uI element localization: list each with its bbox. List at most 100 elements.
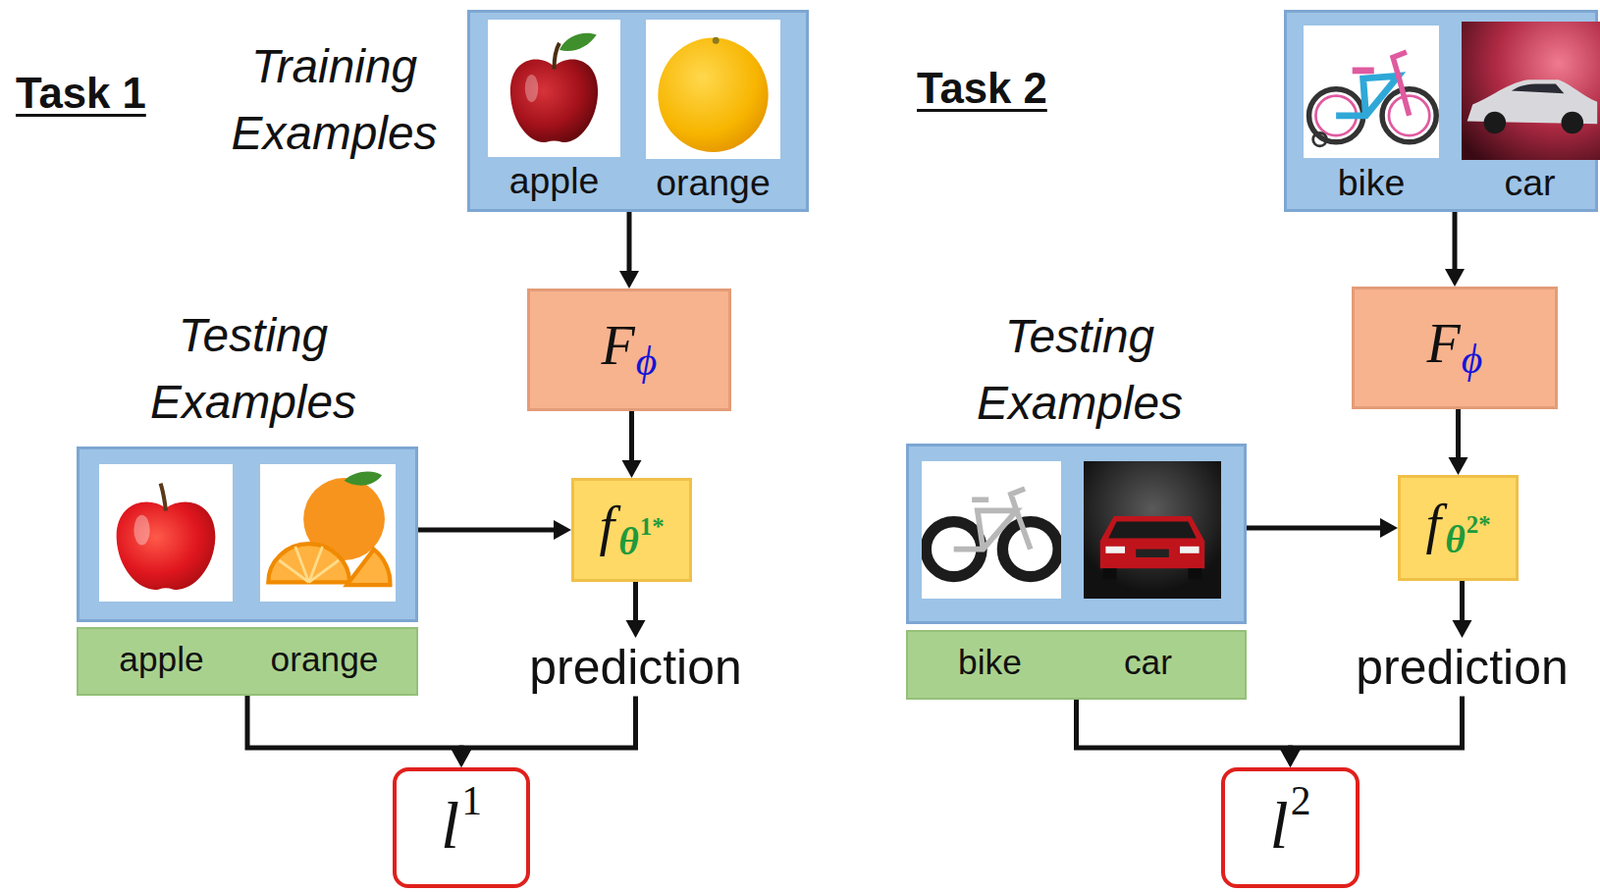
text-holder: car bbox=[1078, 641, 1218, 684]
example-box: Training Examplesappleorange bbox=[467, 9, 809, 213]
classifier-box: fθ2* bbox=[1397, 475, 1519, 582]
text-holder: bike bbox=[1303, 160, 1440, 206]
loss-box: l2 bbox=[1221, 767, 1360, 889]
output-text: prediction bbox=[1355, 643, 1568, 694]
math-symbol: l bbox=[440, 792, 460, 860]
task-label: Task 2 bbox=[916, 62, 1048, 114]
loss-box: l1 bbox=[392, 767, 531, 889]
connector bbox=[1444, 212, 1465, 287]
connector-line bbox=[1246, 526, 1381, 532]
label-band: bike car bbox=[906, 630, 1247, 700]
arrow-head bbox=[451, 749, 472, 768]
math-symbol: f bbox=[598, 498, 615, 554]
connector bbox=[619, 212, 640, 289]
connector-line bbox=[633, 582, 639, 621]
apple-photo bbox=[99, 464, 233, 602]
model-box: Fϕ bbox=[1351, 286, 1558, 410]
math-symbol: F bbox=[1427, 316, 1461, 372]
connector bbox=[622, 411, 642, 479]
classifier-box: fθ1* bbox=[571, 478, 693, 583]
class-label: car bbox=[1123, 641, 1173, 684]
orange-photo bbox=[260, 464, 396, 602]
text-holder: apple bbox=[487, 159, 621, 204]
text-holder: Task 1 bbox=[15, 67, 147, 119]
model-box: Fϕ bbox=[527, 288, 732, 412]
text-holder: Training Examples bbox=[209, 33, 460, 167]
orange-photo bbox=[645, 19, 781, 160]
car-photo bbox=[1083, 461, 1222, 599]
arrow-head bbox=[451, 749, 472, 768]
section-heading: Testing Examples bbox=[952, 303, 1208, 438]
connector bbox=[1280, 698, 1463, 768]
arrow-head bbox=[622, 460, 642, 479]
connector-line bbox=[461, 698, 637, 750]
math-subscript: θ bbox=[1444, 521, 1466, 561]
math-symbol: f bbox=[1425, 496, 1441, 552]
bike-photo bbox=[921, 461, 1062, 599]
math-subscript: θ bbox=[618, 523, 640, 563]
arrow-head bbox=[1280, 749, 1301, 768]
text-holder: Testing Examples bbox=[125, 302, 381, 437]
task-label: Task 1 bbox=[15, 67, 147, 119]
class-label: bike bbox=[958, 641, 1022, 684]
connector-line bbox=[1452, 212, 1458, 269]
connector-line bbox=[247, 695, 462, 750]
math-subscript: ϕ bbox=[636, 341, 658, 383]
arrow-head bbox=[553, 520, 572, 540]
class-label: orange bbox=[655, 160, 770, 206]
connector bbox=[1246, 518, 1398, 538]
arrow-head bbox=[1380, 518, 1398, 538]
connector bbox=[1076, 699, 1301, 768]
math-subscript: ϕ bbox=[1461, 339, 1484, 381]
class-label: orange bbox=[270, 639, 379, 681]
text-holder: orange bbox=[255, 639, 394, 681]
bike-photo bbox=[1303, 25, 1440, 159]
prediction-output: prediction bbox=[505, 638, 766, 699]
output-text: prediction bbox=[529, 643, 742, 694]
apple-photo bbox=[487, 19, 621, 158]
text-holder: orange bbox=[645, 160, 781, 206]
arrow-head bbox=[619, 270, 640, 289]
connector-line bbox=[627, 212, 633, 271]
class-label: bike bbox=[1337, 160, 1406, 206]
text-holder: car bbox=[1461, 160, 1599, 206]
text-holder: apple bbox=[92, 639, 231, 681]
arrow-head bbox=[1448, 457, 1469, 476]
connector-line bbox=[1455, 409, 1461, 458]
connector-line bbox=[629, 411, 635, 461]
connector bbox=[1452, 581, 1473, 639]
arrow-head bbox=[1280, 749, 1301, 768]
text-holder: Task 2 bbox=[916, 62, 1048, 114]
connector-line bbox=[418, 528, 554, 534]
connector-line bbox=[1290, 698, 1463, 750]
section-heading: Training Examples bbox=[209, 33, 460, 167]
example-box: Testing Examples bbox=[76, 446, 419, 623]
text-holder: Testing Examples bbox=[952, 303, 1208, 438]
math-superscript: 1 bbox=[461, 781, 482, 823]
math-symbol: l bbox=[1270, 792, 1289, 860]
prediction-output: prediction bbox=[1332, 638, 1593, 699]
connector bbox=[247, 695, 472, 768]
connector-line bbox=[1076, 699, 1291, 750]
section-heading: Testing Examples bbox=[125, 302, 381, 437]
class-label: apple bbox=[509, 159, 600, 204]
arrow-head bbox=[1444, 268, 1465, 287]
connector bbox=[1448, 409, 1469, 476]
arrow-head bbox=[626, 620, 646, 639]
connector bbox=[418, 520, 572, 540]
example-box: Testing Examples bbox=[906, 443, 1247, 625]
connector-line bbox=[1459, 581, 1465, 621]
math-superscript: 2* bbox=[1466, 513, 1492, 538]
car-photo bbox=[1461, 21, 1600, 160]
math-symbol: F bbox=[601, 318, 636, 374]
class-label: apple bbox=[118, 639, 204, 681]
connector bbox=[626, 582, 646, 639]
connector bbox=[451, 698, 637, 768]
arrow-head bbox=[1452, 620, 1473, 639]
math-superscript: 2 bbox=[1290, 781, 1312, 823]
example-box: bike car bbox=[1283, 9, 1599, 213]
math-superscript: 1* bbox=[640, 515, 665, 540]
class-label: car bbox=[1504, 160, 1556, 206]
label-band: apple orange bbox=[76, 627, 419, 696]
